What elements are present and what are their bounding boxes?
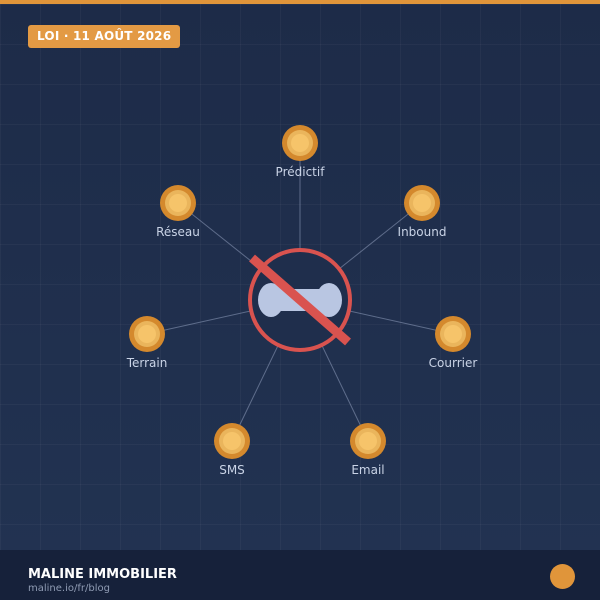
node-core [291, 134, 309, 152]
node-core [413, 194, 431, 212]
node-label: Email [351, 463, 384, 477]
channel-node: Terrain [126, 316, 168, 370]
brand-url[interactable]: maline.io/fr/blog [28, 583, 110, 594]
channel-node: Inbound [398, 185, 447, 239]
node-label: SMS [219, 463, 245, 477]
brand-name: MALINE IMMOBILIER [28, 567, 177, 582]
brand-dot-icon [550, 564, 575, 589]
channel-node: Email [350, 423, 386, 477]
footer-bar: MALINE IMMOBILIER maline.io/fr/blog [0, 550, 600, 600]
node-label: Inbound [398, 225, 447, 239]
node-label: Prédictif [276, 165, 326, 179]
node-core [359, 432, 377, 450]
center-hub [248, 248, 352, 352]
channel-node: Réseau [156, 185, 200, 239]
node-label: Terrain [126, 356, 168, 370]
node-label: Réseau [156, 225, 200, 239]
node-label: Courrier [429, 356, 478, 370]
prohibition-slash [249, 254, 351, 346]
node-core [138, 325, 156, 343]
node-core [444, 325, 462, 343]
top-accent-bar [0, 0, 600, 4]
node-core [169, 194, 187, 212]
channel-node: Prédictif [276, 125, 326, 179]
node-core [223, 432, 241, 450]
channel-node: Courrier [429, 316, 478, 370]
channel-node: SMS [214, 423, 250, 477]
date-badge: LOI · 11 AOÛT 2026 [28, 25, 181, 48]
